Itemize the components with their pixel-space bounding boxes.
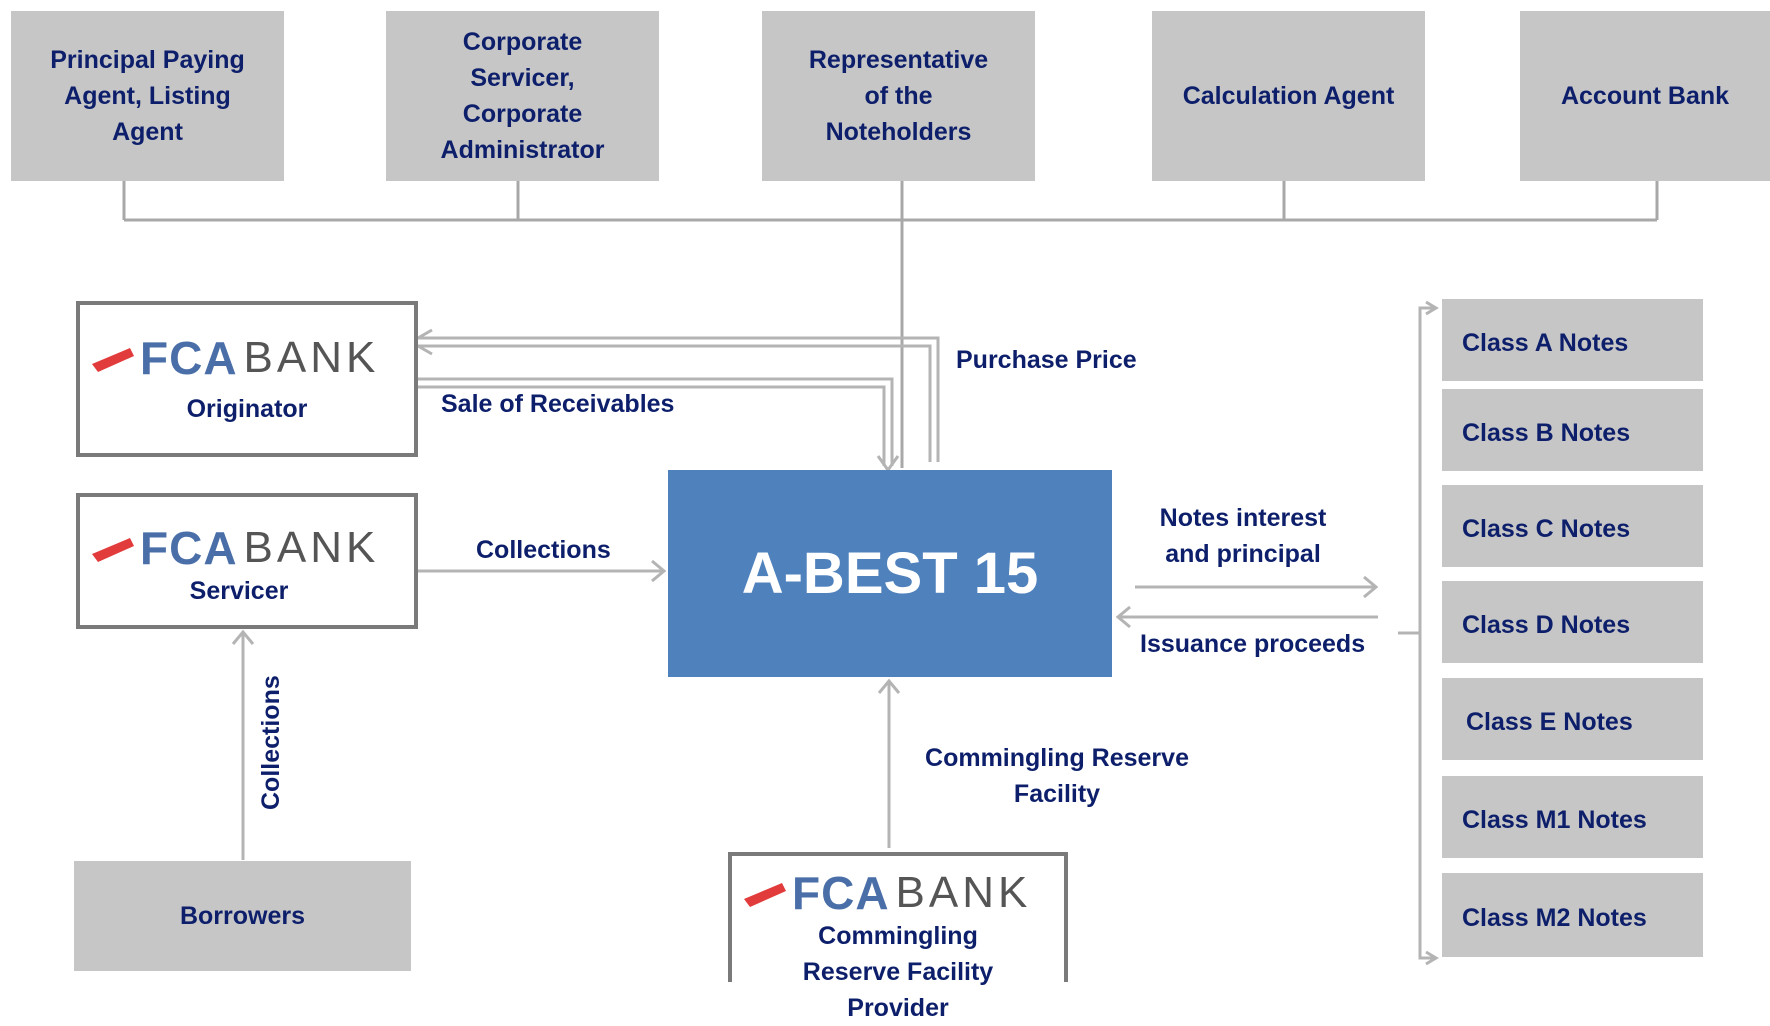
servicer-box: FCA BANK Servicer xyxy=(76,493,418,629)
fca-bank-logo: FCA BANK xyxy=(90,521,379,575)
commingling-provider-box: FCA BANK Commingling Reserve Facility Pr… xyxy=(728,852,1068,1022)
note-class-a-label: Class A Notes xyxy=(1462,328,1629,357)
calculation-agent-box: Calculation Agent xyxy=(1152,11,1425,181)
note-class-m1: Class M1 Notes xyxy=(1442,776,1703,858)
note-class-e: Class E Notes xyxy=(1442,678,1703,760)
corporate-servicer-box: Corporate Servicer, Corporate Administra… xyxy=(386,11,659,181)
note-class-m2: Class M2 Notes xyxy=(1442,873,1703,957)
note-class-b: Class B Notes xyxy=(1442,389,1703,471)
principal-paying-agent-box: Principal Paying Agent, Listing Agent xyxy=(11,11,284,181)
commingling-provider-label: Commingling Reserve Facility Provider xyxy=(802,922,994,1022)
note-class-c: Class C Notes xyxy=(1442,485,1703,567)
note-class-d: Class D Notes xyxy=(1442,581,1703,663)
notes-interest-label: Notes interest and principal xyxy=(1159,504,1327,568)
representative-noteholders-label: Representative of the Noteholders xyxy=(808,46,989,146)
note-class-e-label: Class E Notes xyxy=(1466,707,1633,736)
borrowers-label: Borrowers xyxy=(179,901,306,930)
note-class-c-label: Class C Notes xyxy=(1462,514,1631,543)
fca-logo-text: FCA xyxy=(140,332,238,384)
fca-logo-text: FCA xyxy=(792,867,890,919)
note-class-m2-label: Class M2 Notes xyxy=(1462,903,1647,932)
fca-swoosh-icon xyxy=(92,348,134,372)
fca-logo-text: FCA xyxy=(140,522,238,574)
note-class-m1-label: Class M1 Notes xyxy=(1462,805,1647,834)
borrowers-box: Borrowers xyxy=(74,861,411,971)
issuer-box: A-BEST 15 xyxy=(668,470,1112,677)
collections-borrowers-label: Collections xyxy=(257,675,285,810)
note-class-d-label: Class D Notes xyxy=(1462,610,1631,639)
principal-paying-agent-label: Principal Paying Agent, Listing Agent xyxy=(50,46,245,146)
originator-box: FCA BANK Originator xyxy=(76,301,418,457)
note-class-b-label: Class B Notes xyxy=(1462,418,1631,447)
calculation-agent-label: Calculation Agent xyxy=(1182,82,1395,110)
issuer-label: A-BEST 15 xyxy=(741,541,1039,606)
fca-bank-logo: FCA BANK xyxy=(90,331,379,385)
representative-noteholders-box: Representative of the Noteholders xyxy=(762,11,1035,181)
commingling-facility-label: Commingling Reserve Facility xyxy=(925,744,1189,808)
bank-logo-text: BANK xyxy=(243,523,380,572)
sale-of-receivables-label: Sale of Receivables xyxy=(441,390,675,418)
collections-servicer-label: Collections xyxy=(476,536,611,564)
fca-bank-logo: FCA BANK xyxy=(742,866,1031,920)
purchase-price-label: Purchase Price xyxy=(956,346,1137,374)
fca-swoosh-icon xyxy=(744,883,786,907)
originator-role-label: Originator xyxy=(186,395,308,423)
bank-logo-text: BANK xyxy=(895,868,1032,917)
account-bank-label: Account Bank xyxy=(1560,82,1730,110)
fca-swoosh-icon xyxy=(92,538,134,562)
bank-logo-text: BANK xyxy=(243,333,380,382)
account-bank-box: Account Bank xyxy=(1520,11,1770,181)
corporate-servicer-label: Corporate Servicer, Corporate Administra… xyxy=(440,28,605,164)
note-class-a: Class A Notes xyxy=(1442,299,1703,381)
issuance-proceeds-label: Issuance proceeds xyxy=(1140,630,1366,658)
servicer-role-label: Servicer xyxy=(189,577,289,605)
